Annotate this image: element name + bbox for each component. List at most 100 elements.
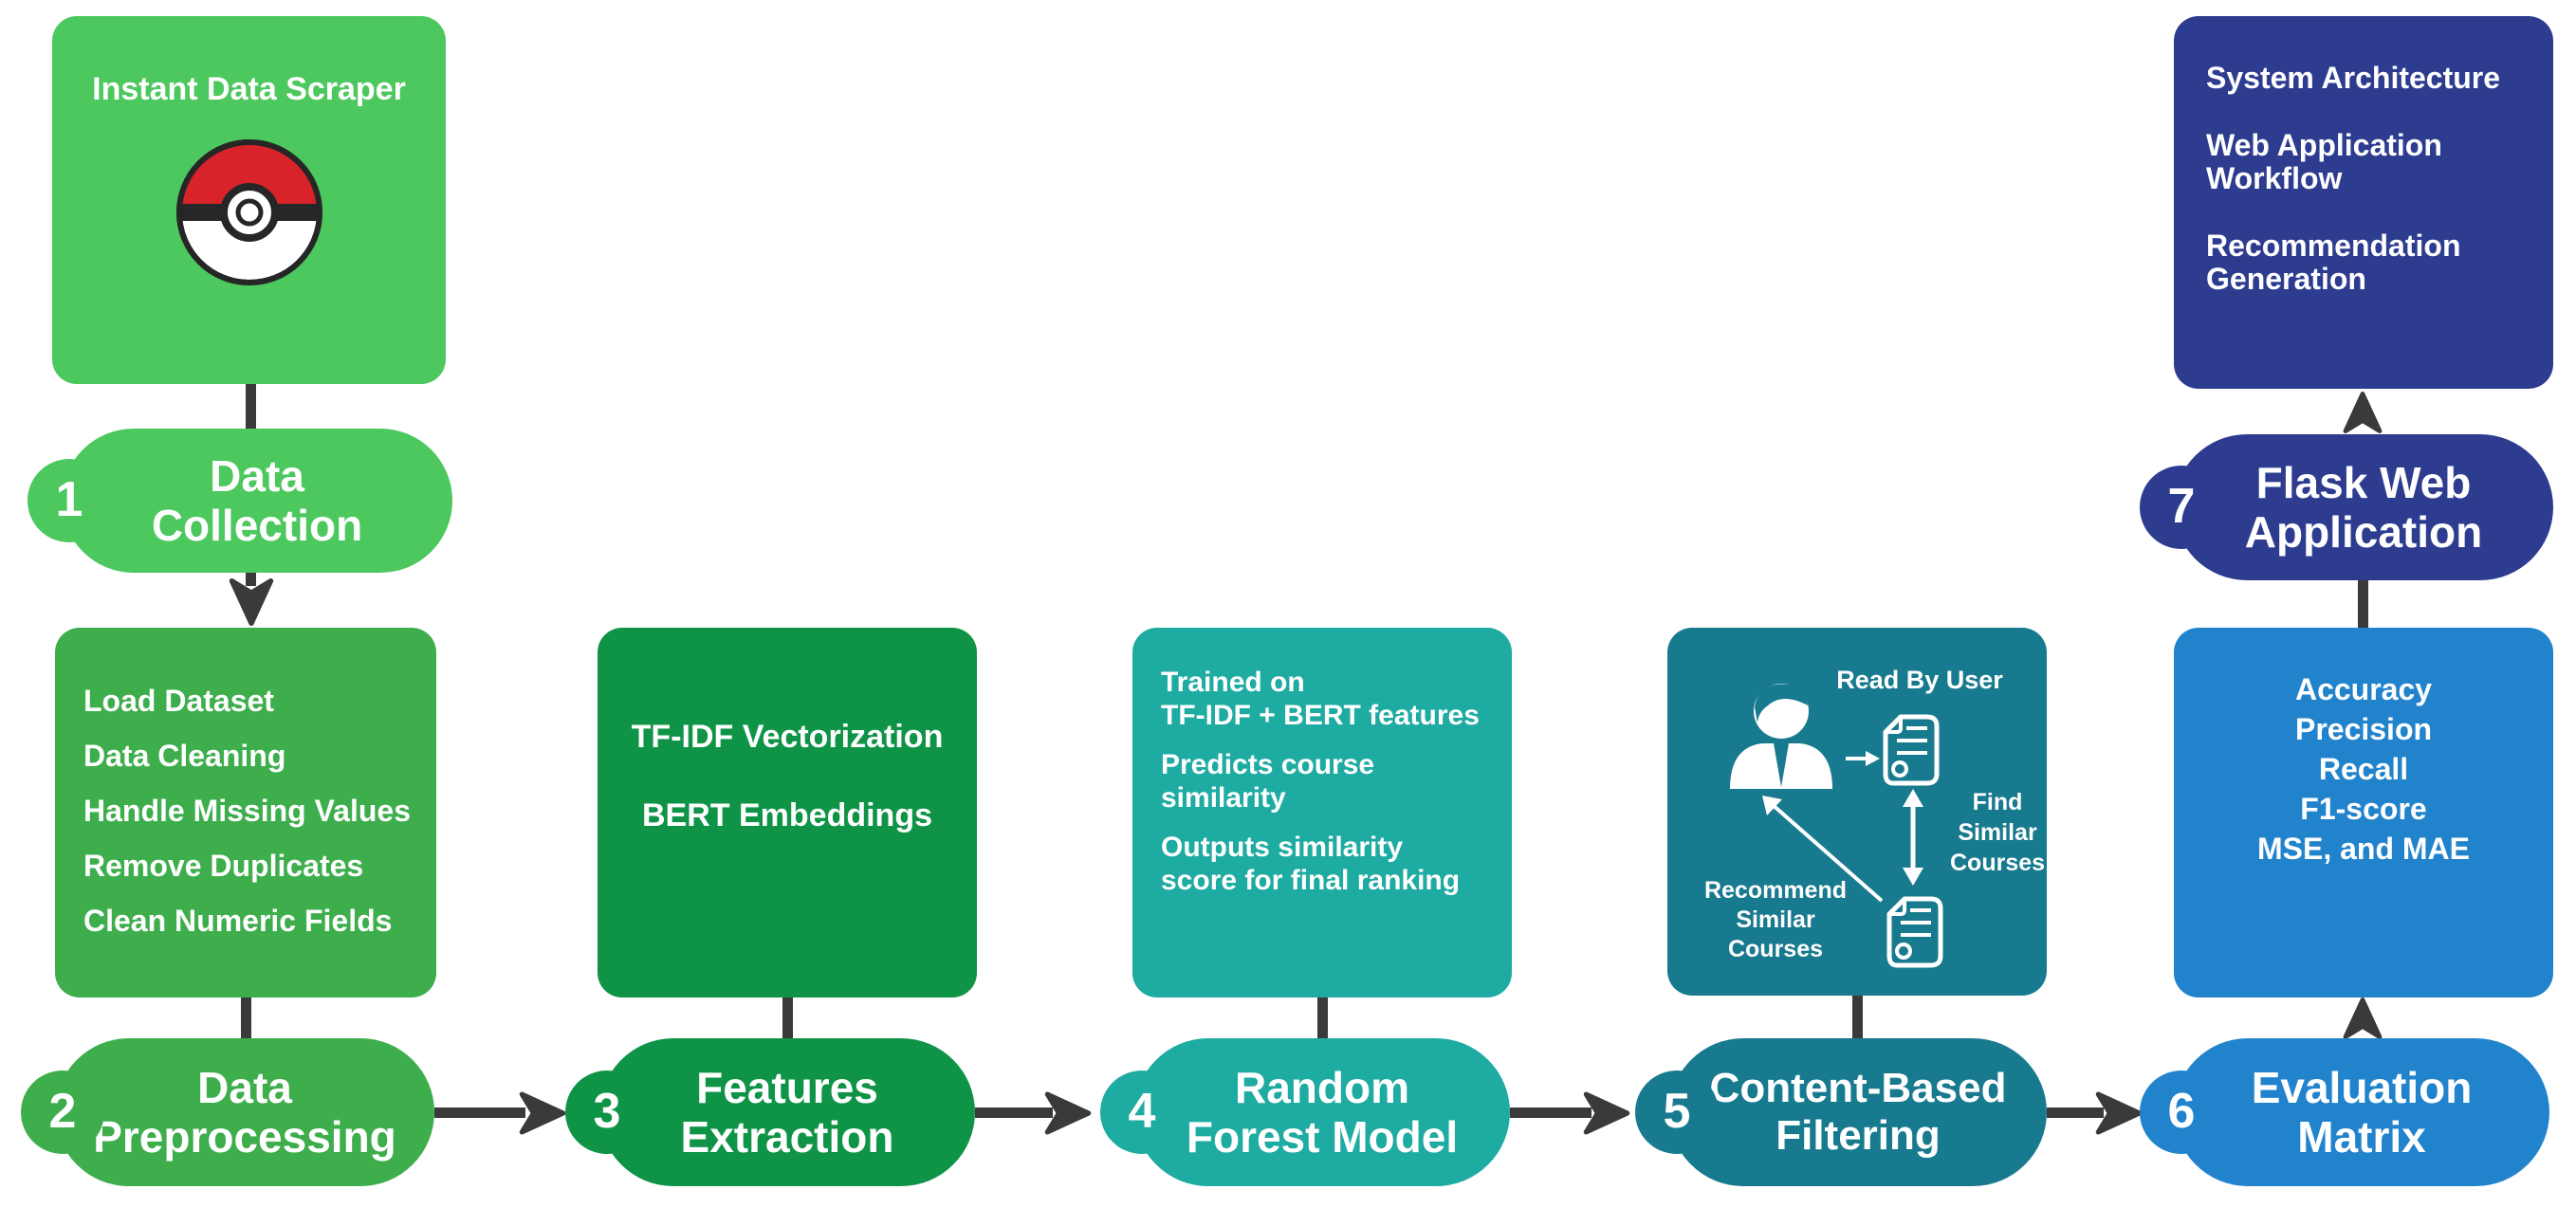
flow-line-3-to-4 (975, 1107, 1053, 1118)
connector-line-box-to-pill-1 (246, 384, 256, 429)
detail-item: F1-score (2300, 792, 2427, 826)
detail-item: Remove Duplicates (83, 849, 364, 883)
step-label-line: Preprocessing (93, 1112, 396, 1162)
pokeball-icon (175, 137, 324, 287)
step-4-number-badge: 4 (1100, 1071, 1184, 1154)
detail-line: Generation (2206, 262, 2366, 296)
detail-line: Recommendation (2206, 229, 2461, 263)
content-based-filtering-detail-box: Read By User Find Similar Courses Recomm… (1667, 628, 2047, 996)
content-filtering-diagram (1730, 684, 2047, 996)
document-icon (1889, 899, 1941, 965)
step-label-line: Data (197, 1062, 292, 1112)
step-label-line: Content-Based (1709, 1064, 2007, 1111)
step-label-line: Matrix (2297, 1112, 2426, 1162)
flow-line-1-to-2 (246, 573, 256, 586)
label-line: Similar (1958, 819, 2037, 846)
label-line: Similar (1736, 906, 1815, 933)
step-7-number-badge: 7 (2140, 466, 2223, 549)
step-label-line: Evaluation (2251, 1062, 2473, 1112)
step-label-line: Forest Model (1186, 1112, 1459, 1162)
detail-item: Precision (2294, 712, 2433, 746)
recommend-similar-courses-label: Recommend Similar Courses (1694, 876, 1857, 964)
step-label-line: Features (696, 1062, 878, 1112)
flow-arrow-right-icon (2094, 1087, 2144, 1140)
detail-item: Trained on TF-IDF + BERT features (1161, 666, 1497, 732)
label-line: Courses (1727, 936, 1824, 962)
detail-item: Outputs similarity score for final ranki… (1161, 831, 1497, 897)
detail-line: Outputs similarity (1161, 832, 1404, 863)
detail-item: Predicts course similarity (1161, 748, 1497, 814)
similar-double-arrow-icon (1903, 789, 1923, 886)
detail-line: System Architecture (2206, 61, 2501, 95)
detail-item-list: System Architecture Web Application Work… (2174, 16, 2553, 296)
detail-box-title: Instant Data Scraper (92, 71, 406, 107)
step-label-line: Data (210, 450, 304, 501)
step-label-line: Collection (151, 501, 363, 550)
connector-line-box-to-pill-4 (1317, 998, 1328, 1038)
connector-line-box-to-pill-3 (782, 998, 793, 1038)
step-1-number-badge: 1 (28, 459, 111, 542)
step-pill-data-collection: 1 Data Collection (28, 429, 452, 573)
label-line: Recommend (1703, 877, 1848, 904)
flow-line-5-to-6 (2047, 1107, 2104, 1118)
connector-line-box-to-pill-5 (1852, 996, 1863, 1038)
connector-line-box-to-pill-2 (241, 998, 251, 1038)
step-pill-content-based-filtering: 5 Content-Based Filtering (1635, 1038, 2047, 1186)
detail-item: Handle Missing Values (83, 794, 411, 828)
document-icon (1886, 717, 1937, 783)
step-pill-random-forest-model: 4 Random Forest Model (1100, 1038, 1510, 1186)
flow-arrow-down-icon (228, 575, 275, 630)
step-pill-evaluation-matrix: 6 Evaluation Matrix (2140, 1038, 2549, 1186)
detail-item-list: Load Dataset Data Cleaning Handle Missin… (55, 628, 436, 948)
detail-item: Recommendation Generation (2206, 229, 2534, 296)
flow-arrow-up-icon (2342, 991, 2383, 1046)
step-label-line: Extraction (680, 1112, 894, 1162)
detail-item: Load Dataset (83, 684, 274, 718)
flow-arrow-right-icon (518, 1087, 567, 1140)
detail-item: Clean Numeric Fields (83, 904, 393, 938)
detail-item-list: TF-IDF Vectorization BERT Embeddings (598, 628, 977, 834)
label-line: Find (1972, 789, 2023, 815)
detail-item: BERT Embeddings (641, 797, 933, 833)
detail-line: Workflow (2206, 161, 2343, 195)
evaluation-matrix-detail-box: Accuracy Precision Recall F1-score MSE, … (2174, 628, 2553, 998)
connector-line-6-to-7 (2358, 580, 2368, 628)
user-icon (1730, 684, 1832, 789)
detail-line: Web Application (2206, 128, 2442, 162)
detail-item: MSE, and MAE (2256, 832, 2470, 866)
flow-line-4-to-5 (1510, 1107, 1592, 1118)
data-preprocessing-detail-box: Load Dataset Data Cleaning Handle Missin… (55, 628, 436, 998)
step-label-line: Filtering (1776, 1112, 1941, 1159)
step-3-number-badge: 3 (565, 1071, 649, 1154)
detail-item: Web Application Workflow (2206, 129, 2534, 195)
flow-line-2-to-3 (434, 1107, 525, 1118)
random-forest-detail-box: Trained on TF-IDF + BERT features Predic… (1132, 628, 1512, 998)
read-arrow-icon (1846, 751, 1880, 766)
step-6-number-badge: 6 (2140, 1071, 2223, 1154)
detail-line: TF-IDF + BERT features (1161, 700, 1480, 731)
detail-line: score for final ranking (1161, 865, 1461, 896)
step-label-line: Application (2244, 507, 2483, 557)
flow-arrow-right-icon (1043, 1087, 1093, 1140)
step-pill-flask-web-application: 7 Flask Web Application (2140, 434, 2553, 580)
detail-line: Trained on (1161, 667, 1305, 698)
data-collection-detail-box: Instant Data Scraper (52, 16, 446, 384)
step-label-line: Flask Web (2255, 457, 2472, 507)
step-2-number-badge: 2 (21, 1071, 104, 1154)
step-label-line: Random (1235, 1062, 1409, 1112)
detail-line: similarity (1161, 782, 1286, 814)
flow-arrow-right-icon (1582, 1087, 1631, 1140)
detail-item: Recall (2318, 752, 2409, 786)
detail-item-list: Accuracy Precision Recall F1-score MSE, … (2174, 628, 2553, 869)
step-5-number-badge: 5 (1635, 1071, 1719, 1154)
detail-item: System Architecture (2206, 62, 2534, 95)
step-pill-data-preprocessing: 2 Data Preprocessing (21, 1038, 434, 1186)
detail-line: Predicts course (1161, 749, 1375, 780)
read-by-user-label: Read By User (1836, 666, 2003, 694)
label-line: Courses (1950, 850, 2046, 876)
flask-web-application-detail-box: System Architecture Web Application Work… (2174, 16, 2553, 389)
recommend-arrow-icon (1762, 796, 1884, 903)
find-similar-courses-label: Find Similar Courses (1950, 787, 2045, 878)
detail-item: Data Cleaning (83, 739, 286, 773)
